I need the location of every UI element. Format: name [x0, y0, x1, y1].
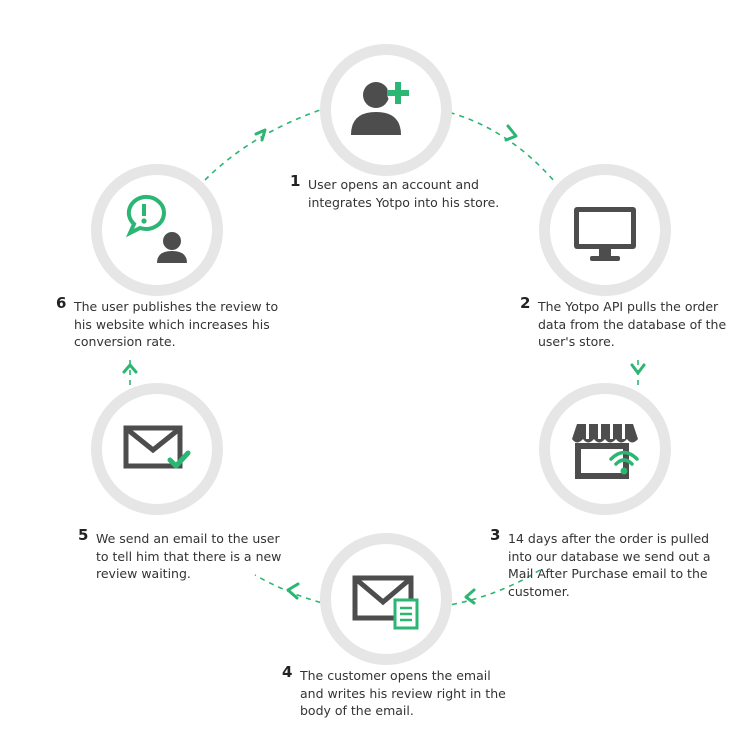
step-3-circle: [539, 383, 671, 515]
step-5-circle: [91, 383, 223, 515]
monitor-icon: [574, 207, 636, 261]
arrow-4-5: [286, 582, 300, 600]
arrow-1-2: [504, 124, 518, 142]
step-2-number: 2: [520, 294, 531, 312]
step-6-label: 6 The user publishes the review to his w…: [56, 294, 281, 351]
step-2-text: The Yotpo API pulls the order data from …: [538, 299, 727, 349]
step-5-text: We send an email to the user to tell him…: [96, 531, 282, 581]
step-6-number: 6: [56, 294, 67, 312]
review-bubble-user-icon: [125, 194, 187, 263]
step-1-circle: [320, 44, 452, 176]
arrow-5-6: [122, 363, 138, 374]
step-3-text: 14 days after the order is pulled into o…: [508, 531, 711, 599]
connector-6-1: [204, 109, 321, 181]
step-3-label: 3 14 days after the order is pulled into…: [490, 526, 725, 600]
arrow-2-3: [630, 363, 646, 375]
step-1-label: 1 User opens an account and integrates Y…: [290, 172, 505, 211]
step-5-number: 5: [78, 526, 89, 544]
email-document-icon: [352, 575, 419, 630]
arrow-3-4: [464, 588, 476, 605]
step-2-circle: [539, 164, 671, 296]
storefront-wifi-icon: [572, 424, 639, 479]
step-4-number: 4: [282, 663, 293, 681]
step-4-text: The customer opens the email and writes …: [300, 668, 506, 718]
step-6-circle: [91, 164, 223, 296]
step-2-label: 2 The Yotpo API pulls the order data fro…: [520, 294, 735, 351]
step-6-text: The user publishes the review to his web…: [74, 299, 279, 349]
step-1-number: 1: [290, 172, 301, 190]
step-4-label: 4 The customer opens the email and write…: [282, 663, 512, 720]
step-5-label: 5 We send an email to the user to tell h…: [78, 526, 293, 583]
step-1-text: User opens an account and integrates Yot…: [308, 177, 500, 210]
arrow-6-1: [254, 128, 267, 142]
email-check-icon: [123, 425, 191, 469]
step-3-number: 3: [490, 526, 501, 544]
connector-1-2: [439, 109, 556, 183]
user-add-icon: [351, 82, 409, 135]
step-4-circle: [320, 533, 452, 665]
